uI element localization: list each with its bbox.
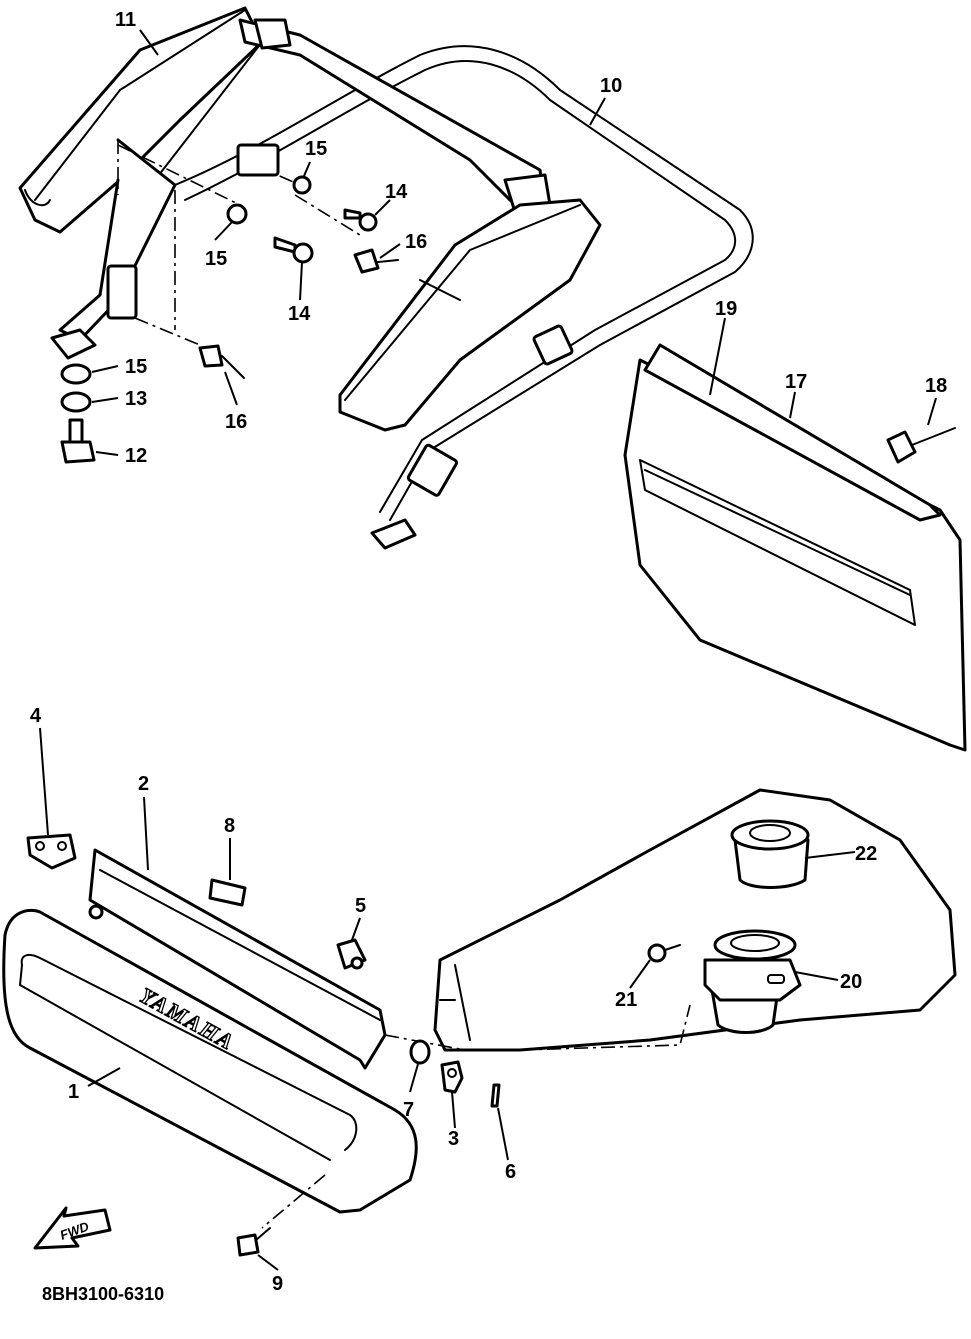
callout-11: 11 (115, 9, 136, 31)
callout-12: 12 (125, 445, 147, 467)
part-8-label (208, 878, 247, 907)
callout-6: 6 (505, 1161, 516, 1183)
part-code-label: 8BH3100-6310 (42, 1284, 164, 1304)
callout-5: 5 (355, 895, 366, 917)
callout-14: 14 (385, 181, 408, 203)
part-4-bracket (26, 833, 77, 870)
callout-13: 13 (125, 388, 147, 410)
part-1-front-cover: YAMAHA (2, 908, 418, 1214)
hardware-lower (236, 1039, 501, 1257)
callout-1: 1 (68, 1081, 79, 1103)
callout-16: 16 (225, 411, 247, 433)
callout-labels: 11 10 15 14 15 16 14 15 13 12 16 19 17 1… (30, 9, 947, 1295)
callout-22: 22 (855, 843, 877, 865)
callout-9: 9 (272, 1273, 283, 1295)
callout-15: 15 (205, 248, 227, 270)
part-rail-right (338, 198, 602, 432)
callout-4: 4 (30, 705, 42, 727)
callout-7: 7 (403, 1099, 414, 1121)
callout-15: 15 (305, 138, 327, 160)
callout-15: 15 (125, 356, 147, 378)
part-22-cap (730, 819, 810, 889)
callout-18: 18 (925, 375, 947, 397)
hardware-upper (60, 143, 399, 464)
part-20-filler-neck (703, 929, 802, 1034)
part-21-plug (647, 943, 681, 963)
leader-lines (39, 29, 937, 1271)
callout-2: 2 (138, 773, 149, 795)
fwd-arrow-icon: FWD (33, 1206, 112, 1250)
callout-17: 17 (785, 371, 807, 393)
part-11-bracket-left (18, 6, 264, 234)
callout-20: 20 (840, 971, 862, 993)
part-5-clip (336, 938, 367, 970)
callout-16: 16 (405, 231, 427, 253)
callout-21: 21 (615, 989, 637, 1011)
part-17-19-cover-panel (623, 343, 967, 752)
callout-19: 19 (715, 298, 737, 320)
part-2-stay (88, 848, 387, 1070)
callout-10: 10 (600, 75, 622, 97)
callout-3: 3 (448, 1128, 459, 1150)
callout-14: 14 (288, 303, 311, 325)
part-18-screw (886, 427, 956, 464)
part-10-frame-tube (50, 45, 754, 550)
callout-8: 8 (224, 815, 235, 837)
fuel-tank (433, 788, 957, 1052)
